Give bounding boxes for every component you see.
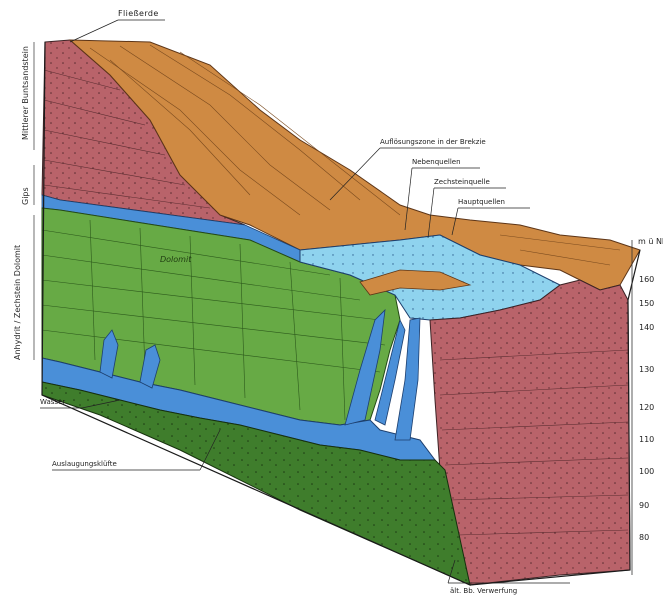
scale-unit: m ü NN: [638, 237, 663, 246]
vlabel-gips: Gips: [21, 187, 30, 205]
label-verwerfung: ält. Bb. Verwerfung: [450, 587, 517, 595]
label-zechsteinquelle: Zechsteinquelle: [434, 178, 490, 186]
label-fliesserde: Fließerde: [118, 9, 159, 18]
vlabel-buntsandstein: Mittlerer Buntsandstein: [21, 46, 30, 140]
tick-80: 80: [639, 533, 649, 542]
tick-90: 90: [639, 501, 649, 510]
vlabel-zechstein: Anhydrit / Zechstein Dolomit: [13, 245, 22, 360]
label-auslaugungskluefte: Auslaugungsklüfte: [52, 460, 117, 468]
tick-130: 130: [639, 365, 654, 374]
label-wasser: Wasser: [40, 398, 65, 406]
tick-100: 100: [639, 467, 654, 476]
label-aufloesungszone: Auflösungszone in der Brekzie: [380, 138, 486, 146]
tick-110: 110: [639, 435, 654, 444]
dolomite-label: Dolomit: [160, 255, 192, 264]
tick-120: 120: [639, 403, 654, 412]
label-nebenquellen: Nebenquellen: [412, 158, 461, 166]
elevation-scale: m ü NN 160 150 140 130 120 110 100 90 80: [632, 237, 663, 575]
tick-140: 140: [639, 323, 654, 332]
tick-160: 160: [639, 275, 654, 284]
label-hauptquellen: Hauptquellen: [458, 198, 505, 206]
tick-150: 150: [639, 299, 654, 308]
